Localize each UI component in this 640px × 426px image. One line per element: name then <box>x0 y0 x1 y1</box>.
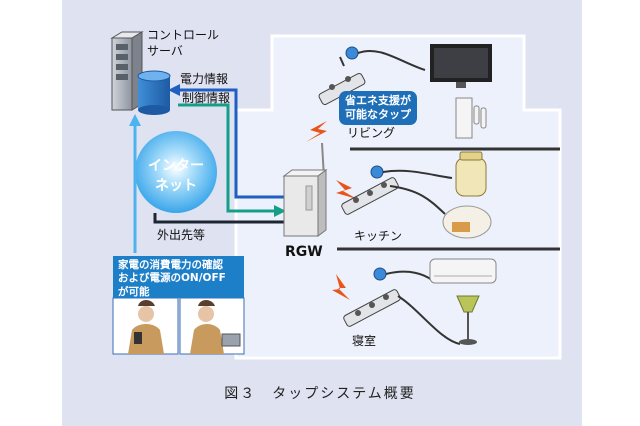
outside-line <box>153 213 284 224</box>
control-info-label: 制御情報 <box>182 91 231 105</box>
user-link-arrow <box>129 114 141 126</box>
user-pc-photo <box>179 297 245 355</box>
outside-label: 外出先等 <box>157 228 206 242</box>
power-info-label: 電力情報 <box>180 72 229 86</box>
room-kitchen-label: キッチン <box>354 229 403 243</box>
internet-label-line2: ネット <box>155 178 197 195</box>
gateway-label: RGW <box>285 244 323 260</box>
power-info-arrow <box>168 84 180 96</box>
eco-tap-line2: 可能なタップ <box>345 107 411 121</box>
internet-cloud <box>135 131 217 213</box>
note-line-3: が可能 <box>118 285 150 298</box>
air-conditioner-icon <box>429 258 497 284</box>
user-phone-photo <box>112 297 179 355</box>
game-console-icon <box>455 97 487 139</box>
note-line-2: および電源のON/OFF <box>118 272 226 285</box>
internet-label-line1: インター <box>148 158 204 174</box>
database-icon <box>137 70 171 115</box>
wireless-bolt-living <box>306 121 327 142</box>
lamp-icon <box>456 295 480 345</box>
router-icon <box>282 142 328 237</box>
wireless-bolt-bedroom <box>332 274 350 300</box>
room-bedroom-label: 寝室 <box>352 334 377 348</box>
remote-control-note: 家電の消費電力の確認 および電源のON/OFF が可能 <box>113 256 244 298</box>
internet-label: インター ネット <box>128 156 224 197</box>
server-label-line1: コントロール <box>147 28 220 42</box>
control-info-line <box>178 103 274 213</box>
server-icon <box>110 31 144 111</box>
tv-icon <box>430 44 492 88</box>
kitchen-power-strip-icon <box>341 165 453 215</box>
server-label-line2: サーバ <box>147 44 183 58</box>
wireless-bolt-kitchen <box>336 180 357 199</box>
living-power-strip-icon <box>318 46 426 106</box>
figure-caption: 図３ タップシステム概要 <box>224 386 416 402</box>
rice-cooker-icon <box>442 205 492 239</box>
power-info-line <box>178 88 284 199</box>
control-info-arrow <box>274 205 286 217</box>
room-living-label: リビング <box>347 126 396 140</box>
eco-tap-badge: 省エネ支援が 可能なタップ <box>339 91 417 125</box>
kettle-icon <box>455 151 487 197</box>
eco-tap-line1: 省エネ支援が <box>345 94 411 107</box>
note-line-1: 家電の消費電力の確認 <box>118 259 223 271</box>
